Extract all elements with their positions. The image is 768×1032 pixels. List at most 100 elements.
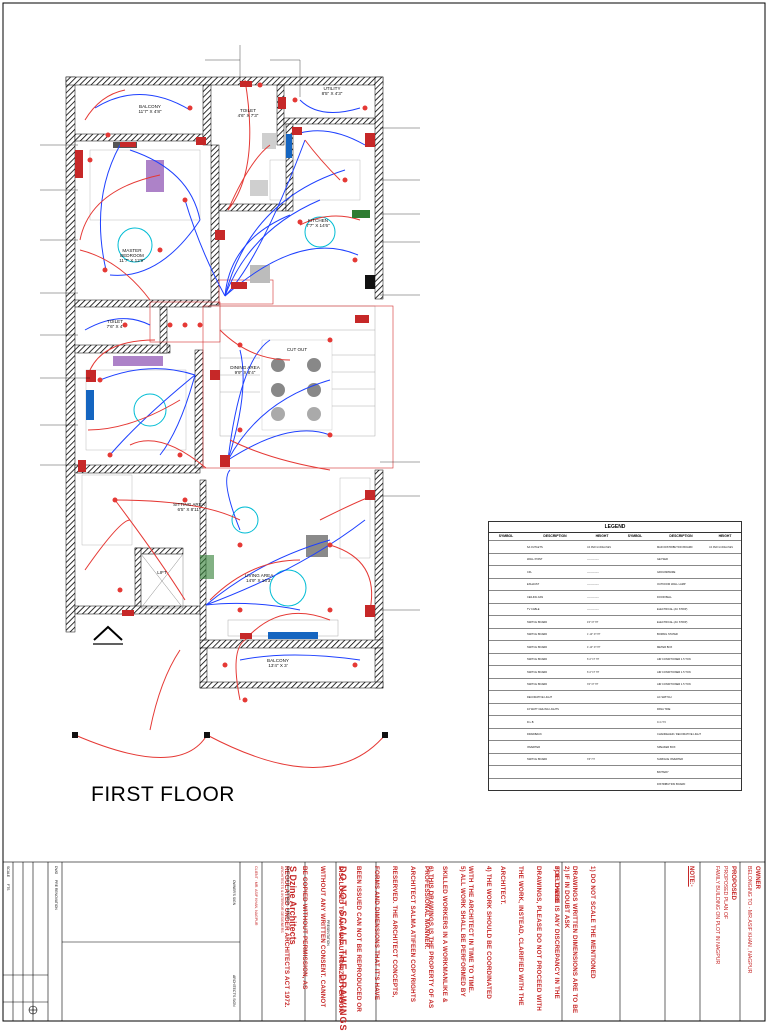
room-name: LIVING AREA	[244, 573, 274, 578]
legend-height: AS PER GUIDELINES	[587, 545, 611, 549]
legend-title: LEGEND	[489, 522, 741, 533]
legend-description: GROUNDWIRE	[657, 570, 676, 574]
room-name: BALCONY	[139, 104, 161, 109]
room-name: CUT OUT	[286, 347, 308, 352]
firm-sub: ARCHITECTS & INTERIOR DESIGNERS	[280, 866, 284, 933]
legend-description: SWITCH BOARD	[527, 620, 548, 624]
legend-height: 6'-0" FT HT	[587, 670, 600, 674]
red-wiring	[74, 79, 386, 768]
room-name: LIFT	[157, 570, 167, 575]
legend-description: SWITCH BOARD	[527, 658, 548, 662]
room-size: 11'7" X 12'9"	[119, 258, 145, 263]
note-heading: NOTE:-	[688, 866, 694, 887]
note-text: 3) IF THERE IS ANY DISCREPANCY IN THE DR…	[499, 866, 560, 1012]
room-size: 7'6" X 4'	[106, 324, 124, 329]
room-label-balcony-top: BALCONY 11'7" X 4'8"	[128, 104, 172, 114]
room-name: DINING AREA	[230, 365, 260, 370]
legend-header: SYMBOL	[627, 534, 643, 538]
legend-description: SWITCH BOARD	[527, 758, 548, 762]
legend-description: 6A OUTLETS	[527, 545, 543, 549]
legend-description: AIR CONDITIONER 1.5 TON	[657, 670, 691, 674]
legend-description: CHANDELIER / DECORATIVE LIGHT	[657, 733, 701, 737]
ceiling-fans	[117, 216, 336, 607]
room-label-dining: DINING AREA 9'9" X 8'4"	[222, 365, 268, 375]
legend-row: CFL---------------GROUNDWIRE	[489, 565, 741, 579]
legend-height: 4'-10" FT HT	[587, 645, 601, 649]
legend-description: METER BOX	[657, 645, 673, 649]
room-name: BALCONY	[267, 658, 289, 663]
legend-height: ---------------	[587, 608, 599, 612]
room-label-utility: UTILITY 8'5" X 4'3"	[310, 86, 354, 96]
room-name: TOILET	[240, 108, 256, 113]
legend-description: DRAWBACK	[527, 733, 542, 737]
legend-header: DESCRIPTION	[543, 534, 567, 538]
legend-description: TV CABLE	[527, 608, 540, 612]
legend-row: WALL POINT --------------- GEYSER	[489, 552, 741, 567]
room-label-master-bedroom: MASTER BEDROOM 11'7" X 12'9"	[112, 248, 152, 263]
legend-description: C.C.T.V	[657, 720, 666, 724]
legend-header: SYMBOL	[498, 534, 514, 538]
outdoor-lamps	[72, 732, 388, 738]
legend-description: PANA TRIE	[657, 708, 671, 712]
legend-description: GEYSER	[657, 558, 668, 562]
room-label-living: LIVING AREA 14'9" X 16'3"	[236, 573, 282, 583]
outline-boxes	[149, 279, 394, 469]
owner-sign: OWNER'S SIGN	[232, 880, 236, 906]
legend-header: HEIGHT	[595, 534, 609, 538]
legend-height: 1'-10" FT HT	[587, 633, 601, 637]
legend-description: SPEAKER BOX	[657, 745, 676, 749]
room-size: 14'9" X 16'3"	[246, 578, 272, 583]
room-name: MASTER BEDROOM	[120, 248, 144, 258]
client-label: CLIENT : MR. ASIF KHAN, NAGPUR	[254, 866, 258, 926]
room-size: 4'6" X 7'3"	[237, 113, 259, 118]
note-3: 3) IF THERE IS ANY DISCREPANCY IN THE DR…	[496, 866, 568, 1016]
legend-description: SWITCH BOARD	[527, 683, 548, 687]
legend-header: DESCRIPTION	[669, 534, 693, 538]
plan-walls	[65, 76, 384, 689]
legend-height: 3'0" FT HT	[587, 683, 599, 687]
proposed-text-2: FAMILY BUILDING ON PLOT IN NAGPUR	[714, 866, 720, 965]
legend-row: DISTRIBUTION BOARD	[489, 777, 741, 792]
legend-description: SURFACE INVERTER	[657, 758, 684, 762]
legend-description: BATTERY	[657, 770, 669, 774]
legend-height: AS PER GUIDELINES	[709, 545, 733, 549]
legend-description: WALL POINT	[527, 558, 543, 562]
legend-row: EXHAUST---------------OUTDOOR WALL LAMP	[489, 577, 741, 592]
proposed-text-1: PROPOSED PLAN OF	[722, 866, 728, 920]
legend-row: SWITCH BOARD 4'-10" FT HT METER BOX	[489, 640, 741, 654]
room-size: 9'9" X 8'4"	[234, 370, 256, 375]
furniture	[86, 133, 328, 639]
architect-sign: ARCHITECT'S SIGN	[232, 975, 236, 1007]
legend-description: CEILING FAN	[527, 595, 544, 599]
legend-description: SWITCH BOARD	[527, 645, 548, 649]
scale-label: SCALE	[6, 866, 10, 878]
room-label-kitchen: KITCHEN 7'7" X 14'6"	[296, 218, 340, 228]
legend-description: SWITCH BOARD	[527, 633, 548, 637]
legend-height: ---------------	[587, 558, 599, 562]
room-name: UTILITY	[323, 86, 341, 91]
legend-table: LEGEND SYMBOL DESCRIPTION HEIGHT SYMBOL …	[488, 521, 742, 791]
legend-height: 3'6" HT	[587, 758, 595, 762]
legend-description: ELECTRICAL (AC STRIP)	[657, 620, 688, 624]
north-arrow	[93, 625, 123, 645]
legend-description: D.L.B	[527, 720, 534, 724]
do-not-scale: DO NOT SCALE THE DRAWINGS	[338, 866, 348, 1032]
room-size: 11'7" X 4'8"	[138, 109, 162, 114]
switch-boards	[75, 81, 375, 639]
owner-heading: OWNER	[754, 866, 760, 889]
legend-height: 6'-0" FT HT	[587, 658, 600, 662]
room-size: 13'4" X 3'	[268, 663, 288, 668]
legend-description: AC SWITCH	[657, 695, 672, 699]
legend-description: ELECTRICAL (AC STRIP)	[657, 608, 688, 612]
room-size: 8'5" X 4'3"	[321, 91, 343, 96]
presentation-label: PRESENTATION	[326, 920, 330, 946]
legend-height: ---------------	[587, 583, 599, 587]
legend-description: DISTRIBUTION BOARD	[657, 783, 686, 787]
title-block-frame	[2, 861, 766, 1022]
